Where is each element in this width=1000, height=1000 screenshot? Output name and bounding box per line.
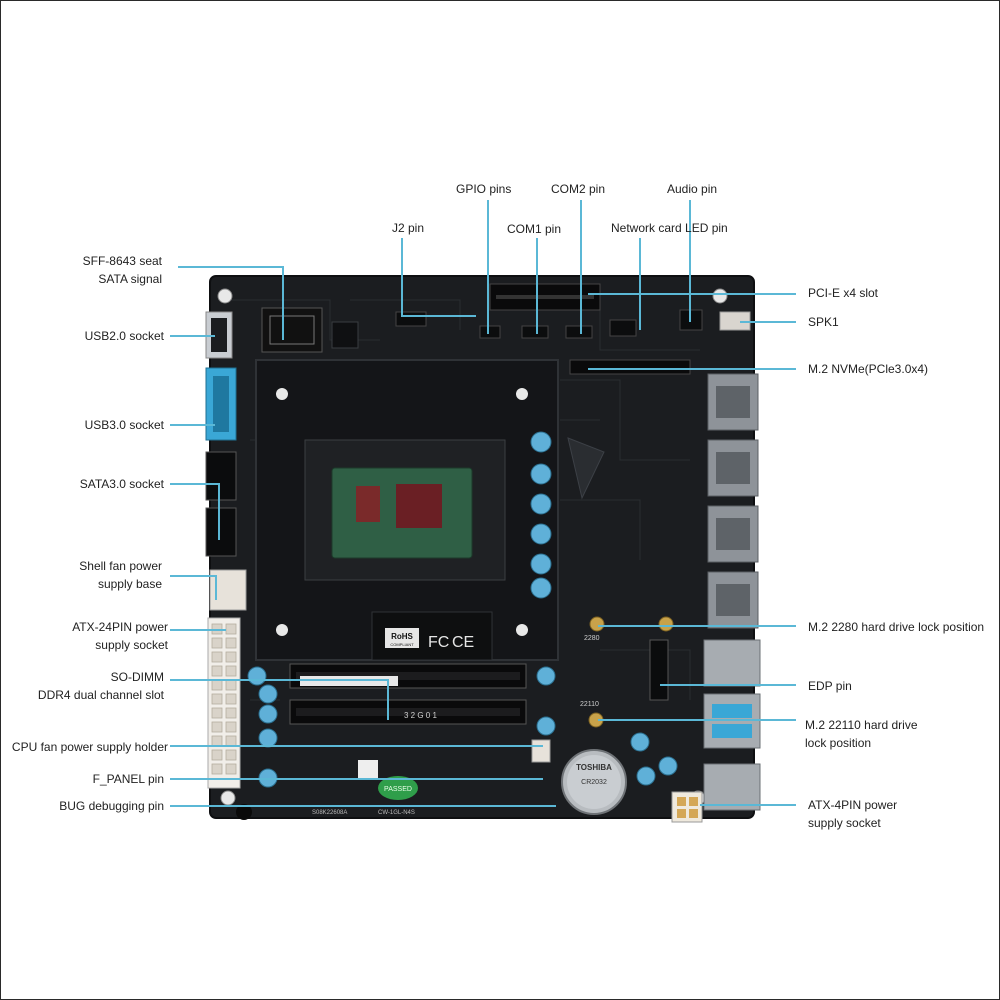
fc-mark: FC (428, 634, 449, 651)
brand-logo (567, 437, 605, 500)
label-sodimm-line1: SO-DIMM (110, 670, 164, 684)
label-com1-pin: COM1 pin (507, 222, 562, 236)
cpu-die-small (356, 486, 380, 522)
rohs-text: RoHS (391, 632, 413, 641)
cpu-capacitors (530, 431, 552, 599)
label-pcie-x4: PCI-E x4 slot (808, 286, 879, 300)
label-atx24-line2: supply socket (95, 638, 168, 652)
passed-sticker (378, 776, 418, 800)
edp-header (649, 639, 669, 701)
passed-text: PASSED (384, 786, 412, 793)
rohs-badge (385, 628, 419, 648)
ce-mark: CE (452, 634, 474, 651)
qr-code (358, 760, 378, 780)
label-edp: EDP pin (808, 679, 852, 693)
m2-2280-lock (589, 616, 605, 632)
label-shell-fan-line1: Shell fan power (79, 559, 162, 573)
label-m2-2280: M.2 2280 hard drive lock position (808, 620, 985, 634)
label-usb2: USB2.0 socket (84, 329, 164, 343)
label-sff-8643: SFF-8643 seat SATA signal (83, 252, 162, 288)
slot-text: 3 2 G 0 1 (404, 711, 437, 720)
label-sata3: SATA3.0 socket (79, 477, 164, 491)
bottom-left-capacitors (247, 666, 678, 788)
rohs-subtext: COMPLIANT (390, 642, 414, 647)
cpu-fan-holder (531, 739, 551, 763)
label-gpio-pins: GPIO pins (456, 182, 512, 196)
battery-model: CR2032 (581, 779, 607, 786)
label-f-panel: F_PANEL pin (92, 772, 164, 786)
label-atx24: ATX-24PIN power supply socket (72, 618, 168, 654)
serial-print: S08K22608A (312, 810, 347, 816)
label-com2-pin: COM2 pin (551, 182, 606, 196)
sata3-socket-1 (205, 451, 237, 501)
label-sodimm: SO-DIMM DDR4 dual channel slot (38, 668, 164, 704)
label-atx24-line1: ATX-24PIN power (72, 620, 168, 634)
lan-ports (707, 373, 759, 629)
buzzer (236, 804, 252, 820)
sff-8643-seat (261, 307, 323, 353)
io-chip (331, 321, 359, 349)
label-sff-line1: SFF-8643 seat (82, 254, 162, 268)
label-sodimm-line2: DDR4 dual channel slot (37, 688, 164, 702)
m2-nvme-slot (569, 359, 691, 375)
label-m2-nvme: M.2 NVMe(PCle3.0x4) (808, 362, 929, 376)
label-atx4: ATX-4PIN power supply socket (808, 796, 897, 832)
label-atx4-line1: ATX-4PIN power (808, 798, 898, 812)
label-shell-fan: Shell fan power supply base (79, 557, 162, 593)
label-m2-22110-line1: M.2 22110 hard drive (805, 718, 918, 732)
label-shell-fan-line2: supply base (97, 577, 162, 591)
model-print: CW-1GL-N4S (378, 810, 415, 816)
label-network-led-pin: Network card LED pin (611, 221, 728, 235)
label-cpu-fan: CPU fan power supply holder (11, 740, 168, 754)
label-audio-pin: Audio pin (667, 182, 718, 196)
cpu-die-large (396, 484, 442, 528)
label-sff-line2: SATA signal (98, 272, 162, 286)
label-spk1: SPK1 (808, 315, 839, 329)
label-22110: 22110 (580, 701, 599, 708)
leader-lines (170, 200, 796, 807)
label-j2-pin: J2 pin (392, 221, 425, 235)
rear-io-ports (703, 639, 761, 811)
label-m2-22110-line2: lock position (805, 736, 872, 750)
label-2280: 2280 (584, 635, 600, 642)
label-bug-debug: BUG debugging pin (59, 799, 164, 813)
label-atx4-line2: supply socket (808, 816, 881, 830)
sata3-socket-2 (205, 507, 237, 557)
m2-2280-lock-2 (658, 616, 674, 632)
label-m2-22110: M.2 22110 hard drive lock position (805, 716, 918, 752)
label-usb3: USB3.0 socket (84, 418, 164, 432)
battery-brand: TOSHIBA (576, 763, 612, 772)
